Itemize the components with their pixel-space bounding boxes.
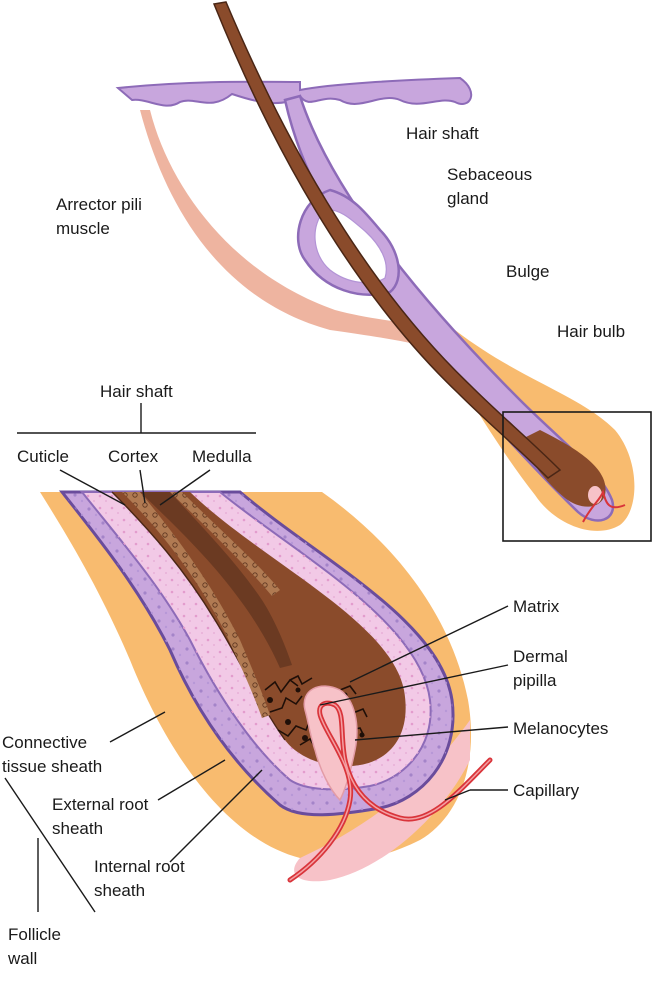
- label-sebaceous-line2: gland: [447, 189, 489, 208]
- label-follicle-line1: Follicle: [8, 925, 61, 944]
- label-connective-line1: Connective: [2, 733, 87, 752]
- medulla-layer: [140, 492, 292, 668]
- cortex-layer-2: [170, 492, 280, 596]
- lower-dermis: [294, 720, 470, 882]
- capillary-vessel-inner: [289, 702, 491, 881]
- label-internal-line2: sheath: [94, 881, 145, 900]
- label-cortex: Cortex: [108, 447, 159, 466]
- label-medulla: Medulla: [192, 447, 252, 466]
- label-dermal-line2: pipilla: [513, 671, 557, 690]
- label-hair-bulb: Hair bulb: [557, 322, 625, 341]
- label-matrix: Matrix: [513, 597, 560, 616]
- leader-lines: [4, 403, 509, 913]
- label-capillary: Capillary: [513, 781, 580, 800]
- label-sebaceous-line1: Sebaceous: [447, 165, 532, 184]
- overview-follicle: [115, 1, 652, 542]
- label-internal-line1: Internal root: [94, 857, 185, 876]
- label-melanocytes: Melanocytes: [513, 719, 608, 738]
- inset-box: [502, 411, 652, 542]
- cortex-layer: [122, 492, 270, 718]
- label-external-line2: sheath: [52, 819, 103, 838]
- label-arrector-line1: Arrector pili: [56, 195, 142, 214]
- enlarged-bulb: [40, 490, 493, 883]
- arrector-pili-muscle: [140, 110, 448, 348]
- overview-capillary: [582, 488, 626, 523]
- label-dermal-line1: Dermal: [513, 647, 568, 666]
- label-hair-shaft-top: Hair shaft: [406, 124, 479, 143]
- epidermis: [115, 76, 473, 107]
- label-connective-line2: tissue sheath: [2, 757, 102, 776]
- label-cuticle: Cuticle: [17, 447, 69, 466]
- label-hair-shaft-bracket: Hair shaft: [100, 382, 173, 401]
- overview-dermal-papilla: [588, 486, 602, 504]
- label-external-line1: External root: [52, 795, 149, 814]
- overview-hair-bulb: [520, 430, 606, 507]
- label-arrector-line2: muscle: [56, 219, 110, 238]
- label-follicle-line2: wall: [7, 949, 37, 968]
- overview-hair-shaft: [212, 1, 562, 479]
- labels: Hair shaft Sebaceous gland Arrector pili…: [2, 124, 625, 968]
- label-bulge: Bulge: [506, 262, 549, 281]
